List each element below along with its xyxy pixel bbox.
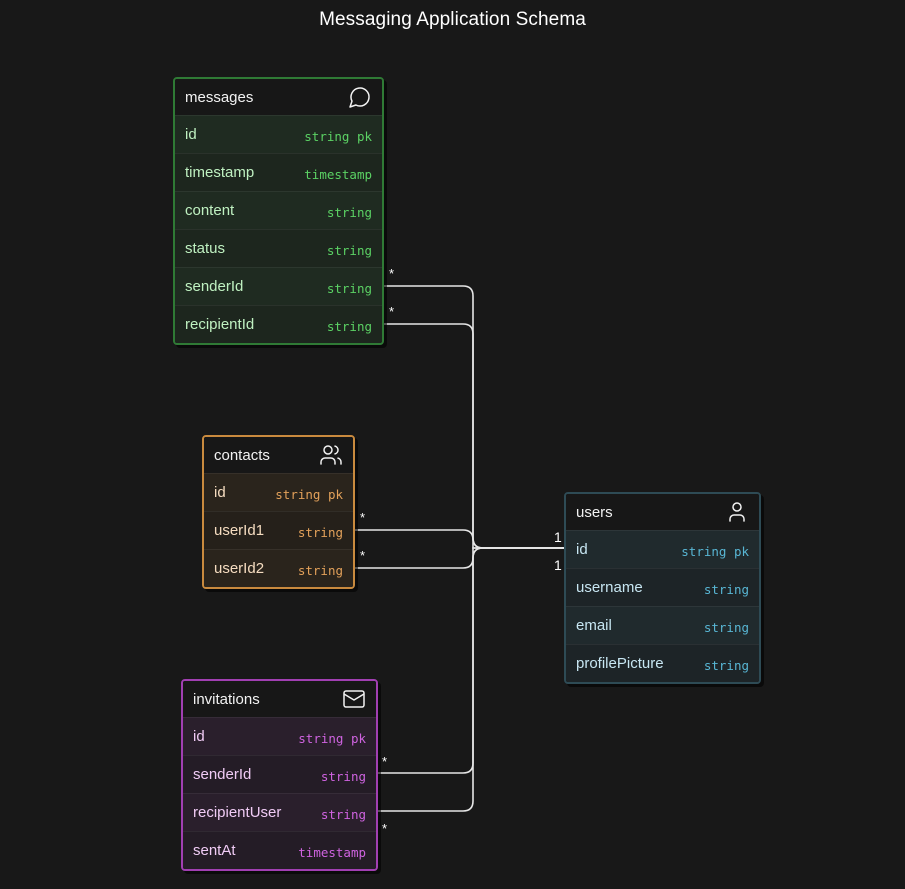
field-name: timestamp — [185, 164, 255, 181]
field-name: profilePicture — [576, 655, 664, 672]
field-type: string pk — [681, 544, 749, 559]
field-row: recipientUser string — [183, 793, 376, 831]
envelope-icon — [343, 690, 365, 708]
field-type: string — [326, 319, 372, 334]
field-name: id — [185, 126, 197, 143]
cardinality-many: * — [382, 754, 388, 769]
field-type: string — [297, 563, 343, 578]
field-row: id string pk — [204, 473, 353, 511]
entity-contacts[interactable]: contacts id string pk userId1 string userI… — [202, 435, 355, 589]
field-name: email — [576, 617, 612, 634]
field-type: string pk — [275, 487, 343, 502]
user-icon — [729, 502, 745, 522]
entity-header: messages — [175, 79, 382, 115]
entity-title: messages — [185, 88, 254, 106]
entity-title: invitations — [193, 690, 260, 708]
field-row: userId2 string — [204, 549, 353, 587]
field-type: string — [326, 205, 372, 220]
cardinality-many: * — [382, 821, 388, 836]
connector-contacts-userId1 — [351, 529, 566, 549]
field-row: id string pk — [183, 717, 376, 755]
message-bubble-icon — [349, 87, 370, 108]
field-row: username string — [566, 568, 759, 606]
field-type: string — [703, 582, 749, 597]
connector-messages-recipientId — [380, 323, 566, 549]
cardinality-many: * — [389, 304, 395, 319]
connector-contacts-userId2 — [351, 547, 566, 569]
field-type: string — [326, 243, 372, 258]
field-row: id string pk — [566, 530, 759, 568]
connector-invitations-senderId — [374, 547, 566, 774]
field-type: string pk — [304, 129, 372, 144]
field-row: profilePicture string — [566, 644, 759, 682]
entity-title: contacts — [214, 446, 270, 464]
field-name: content — [185, 202, 235, 219]
entity-header: invitations — [183, 681, 376, 717]
cardinality-many: * — [360, 510, 366, 525]
field-row: email string — [566, 606, 759, 644]
field-name: id — [214, 484, 226, 501]
field-row: status string — [175, 229, 382, 267]
field-row: sentAt timestamp — [183, 831, 376, 869]
field-name: id — [193, 728, 205, 745]
field-name: sentAt — [193, 842, 236, 859]
entity-title: users — [576, 503, 613, 521]
users-group-icon — [320, 445, 342, 465]
entity-header: contacts — [204, 437, 353, 473]
field-type: string — [326, 281, 372, 296]
field-row: senderId string — [175, 267, 382, 305]
field-row: content string — [175, 191, 382, 229]
field-name: senderId — [193, 766, 252, 783]
diagram-title: Messaging Application Schema — [319, 9, 586, 30]
cardinality-many: * — [389, 266, 395, 281]
field-type: string — [297, 525, 343, 540]
field-name: userId2 — [214, 560, 265, 577]
field-row: recipientId string — [175, 305, 382, 343]
field-type: string — [703, 658, 749, 673]
field-name: id — [576, 541, 588, 558]
field-type: string — [703, 620, 749, 635]
field-name: recipientId — [185, 316, 255, 333]
field-name: recipientUser — [193, 804, 282, 821]
field-type: string pk — [298, 731, 366, 746]
field-type: string — [320, 769, 366, 784]
field-row: timestamp timestamp — [175, 153, 382, 191]
field-name: username — [576, 579, 643, 596]
entity-users[interactable]: users id string pk username string email st… — [564, 492, 761, 684]
field-name: senderId — [185, 278, 244, 295]
entity-header: users — [566, 494, 759, 530]
field-row: senderId string — [183, 755, 376, 793]
field-row: id string pk — [175, 115, 382, 153]
field-row: userId1 string — [204, 511, 353, 549]
entity-invitations[interactable]: invitations id string pk senderId string r… — [181, 679, 378, 871]
connector-invitations-recipientUser — [374, 547, 566, 812]
field-type: string — [320, 807, 366, 822]
field-name: userId1 — [214, 522, 265, 539]
field-name: status — [185, 240, 226, 257]
cardinality-many: * — [360, 548, 366, 563]
field-type: timestamp — [304, 167, 372, 182]
field-type: timestamp — [298, 845, 366, 860]
